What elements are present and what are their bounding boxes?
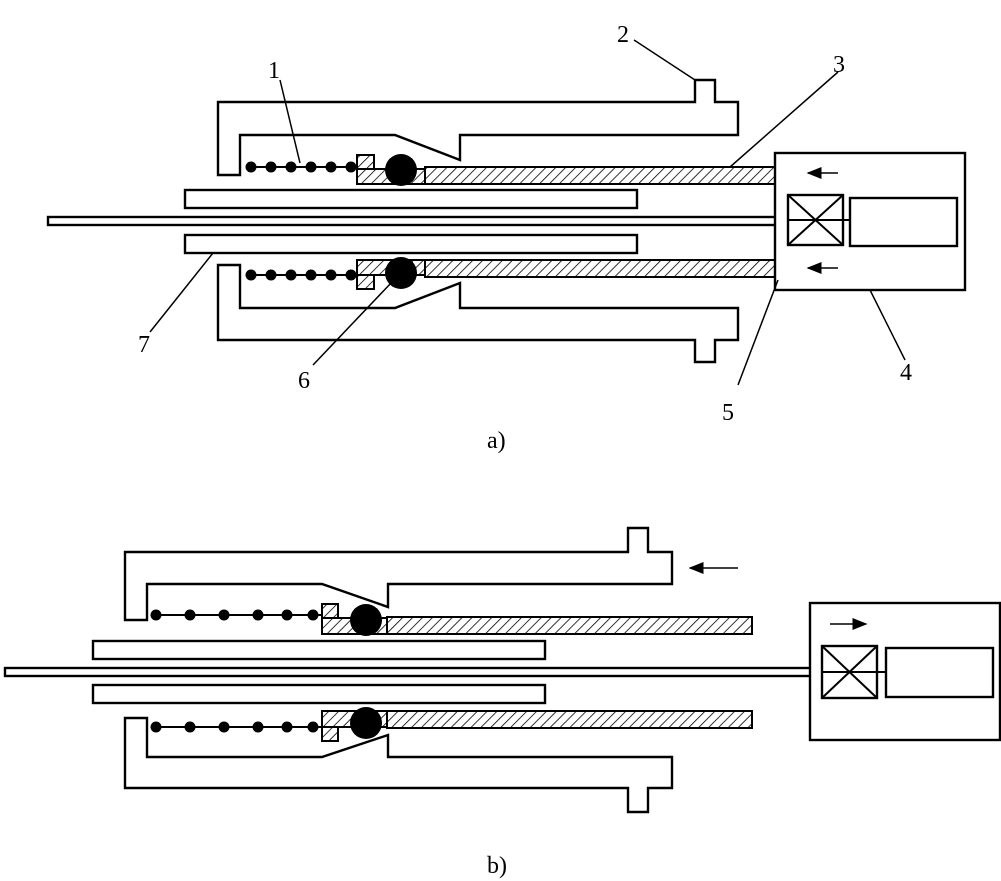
guide-tube-top-b — [91, 639, 547, 661]
inner-sleeve-bottom-b — [386, 710, 753, 729]
caption-b: b) — [487, 853, 507, 879]
subfigure-a: 1 2 3 4 5 6 7 a) — [46, 22, 967, 454]
label-1: 1 — [268, 58, 280, 84]
coupling-block-b — [820, 644, 879, 700]
label-2: 2 — [617, 22, 629, 48]
label-5: 5 — [722, 400, 734, 426]
locking-ball-top — [385, 154, 417, 186]
caption-a: a) — [487, 428, 506, 454]
motor-block-b — [884, 646, 995, 699]
locking-ball-bottom — [385, 257, 417, 289]
outer-sleeve-top-b — [123, 526, 674, 622]
subfigure-b: b) — [3, 526, 1001, 879]
guide-tube-bottom — [183, 233, 639, 255]
spring-top — [245, 161, 360, 173]
guide-tube-bottom-b — [91, 683, 547, 705]
outer-sleeve-top — [216, 78, 740, 177]
central-rod-b — [3, 666, 825, 678]
inner-sleeve-top — [424, 166, 776, 185]
motor-block — [848, 196, 959, 248]
label-3: 3 — [833, 52, 845, 78]
outer-sleeve-bottom-b — [123, 716, 674, 814]
label-4: 4 — [900, 360, 912, 386]
inner-sleeve-top-b — [386, 616, 753, 635]
locking-ball-bottom-b — [350, 707, 382, 739]
locking-ball-top-b — [350, 604, 382, 636]
label-6: 6 — [298, 368, 310, 394]
spring-bottom — [245, 269, 360, 281]
spring-bottom-b — [150, 721, 325, 733]
leader-lines-a — [149, 39, 906, 386]
guide-tube-top — [183, 188, 639, 210]
central-rod — [46, 215, 790, 227]
outer-sleeve-bottom — [216, 263, 740, 364]
inner-sleeve-bottom — [424, 259, 776, 278]
spring-top-b — [150, 609, 325, 621]
coupling-block — [786, 193, 845, 247]
label-7: 7 — [138, 332, 150, 358]
